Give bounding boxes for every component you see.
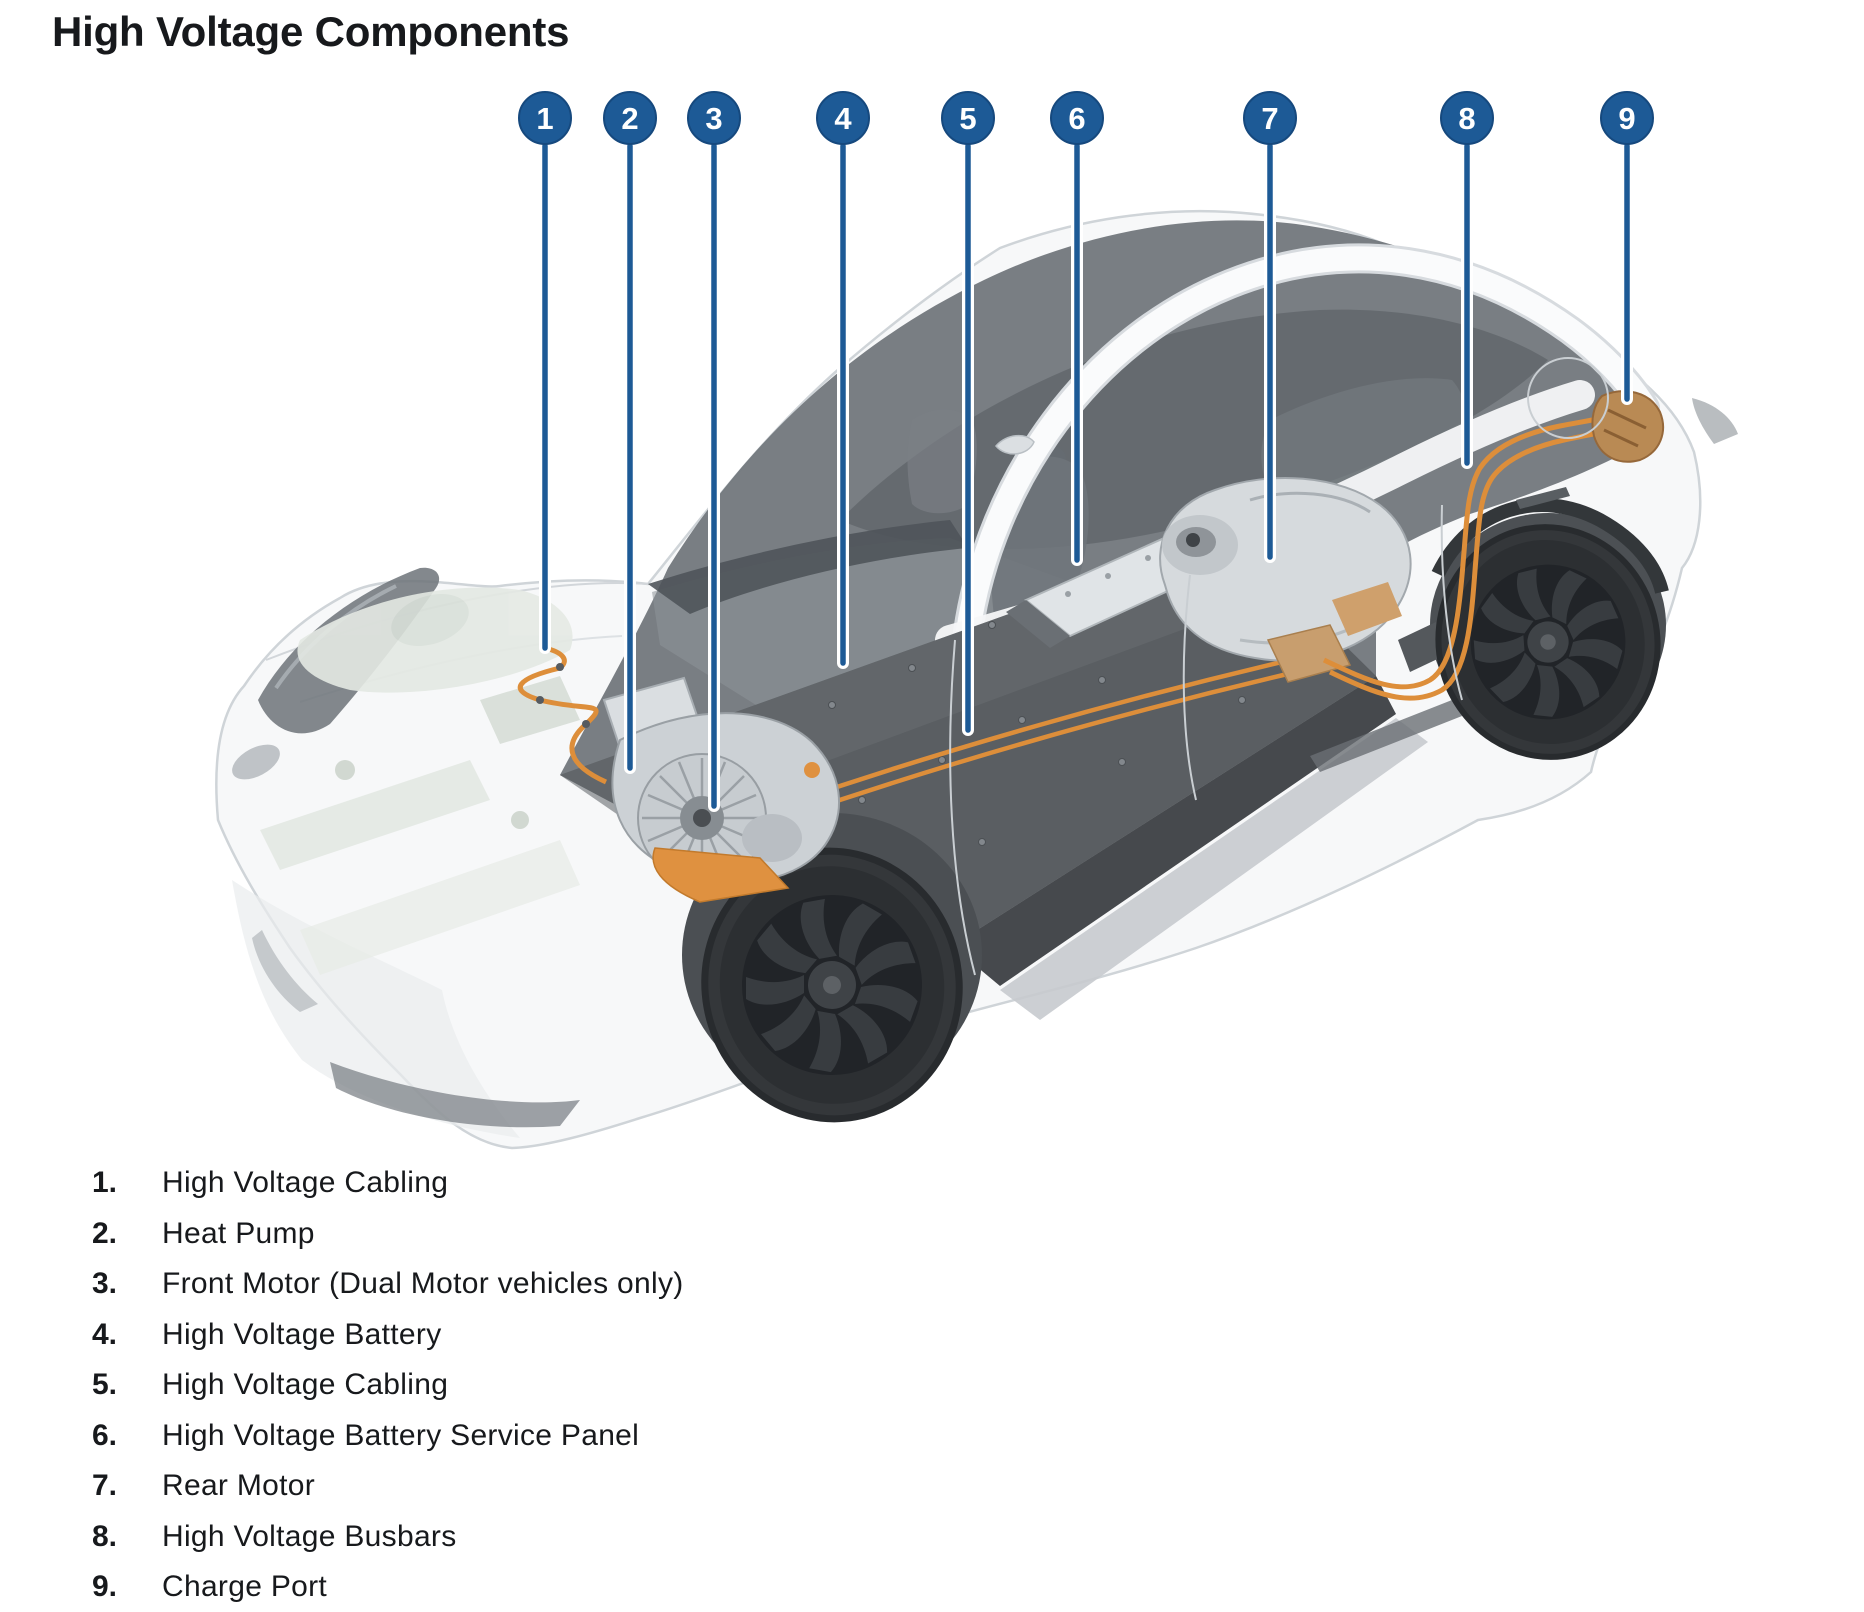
high-voltage-cabling-front (517, 645, 608, 785)
callout-badge (603, 91, 657, 145)
callout-badge-number: 7 (1261, 101, 1278, 136)
callout-badge-number: 2 (621, 101, 638, 136)
legend-item-6: 6. High Voltage Battery Service Panel (92, 1419, 1192, 1470)
door-handle (1516, 487, 1570, 509)
callout-badge (1600, 91, 1654, 145)
legend-item-label: Rear Motor (162, 1469, 316, 1502)
legend-item-number: 4. (92, 1317, 118, 1351)
callout-badge (1050, 91, 1104, 145)
legend-item-label: High Voltage Cabling (162, 1166, 449, 1199)
charge-port (1591, 390, 1665, 463)
frunk-internals (260, 587, 580, 975)
callout-badge (687, 91, 741, 145)
legend-item-label: High Voltage Battery (162, 1317, 442, 1351)
callout-7-rear-motor: 7 (1243, 91, 1297, 563)
callout-6-battery-service-panel: 6 (1050, 91, 1104, 566)
front-bumper-shading (232, 880, 520, 1138)
car-cutaway-illustration: 1 2 3 4 5 6 7 8 9 (215, 91, 1738, 1150)
legend-item-label: High Voltage Busbars (162, 1519, 457, 1553)
rear-motor-orange (1332, 582, 1402, 636)
callout-3-front-motor: 3 (687, 91, 741, 812)
legend-item-3: 3. Front Motor (Dual Motor vehicles only) (92, 1267, 1192, 1318)
callout-badge-number: 9 (1618, 101, 1635, 136)
callout-badge (518, 91, 572, 145)
callout-badge (816, 91, 870, 145)
legend-item-number: 1. (92, 1166, 118, 1199)
charge-port-door-seam (1527, 357, 1609, 439)
callout-badge-number: 5 (959, 101, 976, 136)
fog-slot (252, 930, 318, 1012)
legend-item-label: High Voltage Battery Service Panel (162, 1418, 640, 1452)
front-intake (330, 1062, 580, 1128)
legend-item-2: 2. Heat Pump (92, 1217, 1192, 1268)
legend-item-label: Front Motor (Dual Motor vehicles only) (162, 1267, 684, 1300)
callout-badge-number: 3 (705, 101, 722, 136)
legend-item-4: 4. High Voltage Battery (92, 1318, 1192, 1369)
callout-badge-number: 1 (536, 101, 553, 136)
legend-item-number: 7. (92, 1469, 118, 1502)
callout-2-heat-pump: 2 (603, 91, 657, 774)
callout-5-high-voltage-cabling-battery: 5 (941, 91, 995, 736)
legend-item-7: 7. Rear Motor (92, 1469, 1192, 1520)
high-voltage-busbars (1322, 413, 1617, 701)
legend-item-8: 8. High Voltage Busbars (92, 1520, 1192, 1571)
legend-item-number: 9. (92, 1570, 118, 1603)
callout-badge (1440, 91, 1494, 145)
legend-item-number: 3. (92, 1267, 118, 1300)
high-voltage-components-diagram: 1 2 3 4 5 6 7 8 9 (215, 91, 1738, 1150)
body-details (949, 357, 1609, 976)
callout-badge-number: 8 (1458, 101, 1475, 136)
callout-1-high-voltage-cabling-front: 1 (518, 91, 572, 654)
component-legend: 1. High Voltage Cabling 2. Heat Pump 3. Front… (52, 1166, 1192, 1612)
legend-item-number: 5. (92, 1368, 118, 1401)
page-title: High Voltage Components (52, 8, 570, 55)
rocker-sill (1000, 718, 1428, 1020)
callout-layer: 1 2 3 4 5 6 7 8 9 (518, 91, 1654, 812)
callout-9-charge-port: 9 (1600, 91, 1654, 405)
legend-item-label: High Voltage Cabling (162, 1368, 449, 1401)
legend-item-1: 1. High Voltage Cabling (92, 1166, 1192, 1217)
callout-badge-number: 4 (834, 101, 852, 136)
callout-badge (1243, 91, 1297, 145)
high-voltage-cabling-battery (779, 657, 1297, 821)
rear-drive-unit (1006, 390, 1665, 701)
front-drive-unit (517, 645, 841, 903)
legend-item-number: 6. (92, 1418, 118, 1452)
callout-8-high-voltage-busbars: 8 (1440, 91, 1494, 469)
tail-light (1692, 398, 1738, 444)
side-mirror (995, 434, 1035, 455)
cowl (648, 520, 968, 614)
legend-item-number: 2. (92, 1216, 118, 1250)
battery-side (952, 676, 1396, 986)
legend-item-5: 5. High Voltage Cabling (92, 1368, 1192, 1419)
legend-item-label: Heat Pump (162, 1216, 315, 1250)
legend-item-label: Charge Port (162, 1570, 328, 1603)
busbar-junction (1266, 624, 1352, 683)
front-motor-orange-connector (652, 847, 790, 903)
callout-badge (941, 91, 995, 145)
legend-item-9: 9. Charge Port (92, 1570, 1192, 1612)
callout-4-high-voltage-battery: 4 (816, 91, 870, 669)
callout-badge-number: 6 (1068, 101, 1085, 136)
legend-item-number: 8. (92, 1519, 118, 1553)
